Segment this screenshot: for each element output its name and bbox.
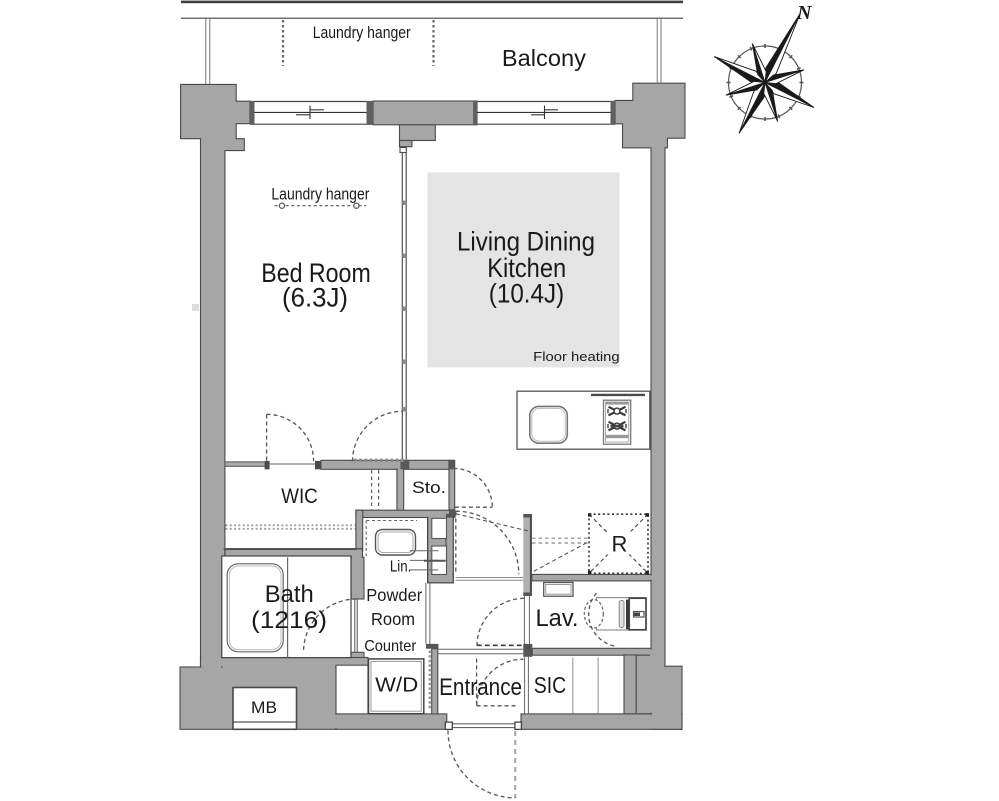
- svg-text:Room: Room: [371, 609, 415, 629]
- svg-text:Sto.: Sto.: [412, 479, 446, 497]
- svg-text:W/D: W/D: [375, 674, 418, 697]
- svg-text:Floor heating: Floor heating: [533, 349, 620, 364]
- svg-text:N: N: [796, 2, 813, 24]
- svg-text:Kitchen: Kitchen: [487, 253, 566, 283]
- svg-text:Laundry hanger: Laundry hanger: [271, 184, 369, 203]
- svg-text:SIC: SIC: [534, 672, 567, 698]
- svg-text:Bath: Bath: [265, 581, 314, 608]
- svg-text:(6.3J): (6.3J): [282, 283, 348, 313]
- svg-text:Bed Room: Bed Room: [261, 258, 371, 288]
- svg-text:Living Dining: Living Dining: [457, 226, 595, 256]
- svg-text:Lin.: Lin.: [390, 559, 412, 576]
- svg-text:Laundry hanger: Laundry hanger: [313, 23, 411, 42]
- svg-text:MB: MB: [251, 699, 277, 717]
- svg-text:R: R: [612, 532, 628, 557]
- svg-text:Powder: Powder: [366, 585, 422, 605]
- svg-text:Balcony: Balcony: [502, 45, 587, 71]
- svg-text:(10.4J): (10.4J): [489, 278, 565, 308]
- svg-text:Lav.: Lav.: [536, 605, 579, 632]
- svg-text:WIC: WIC: [281, 485, 318, 508]
- svg-text:Counter: Counter: [364, 638, 417, 655]
- svg-text:Entrance: Entrance: [439, 674, 522, 701]
- svg-text:(1216): (1216): [251, 607, 327, 634]
